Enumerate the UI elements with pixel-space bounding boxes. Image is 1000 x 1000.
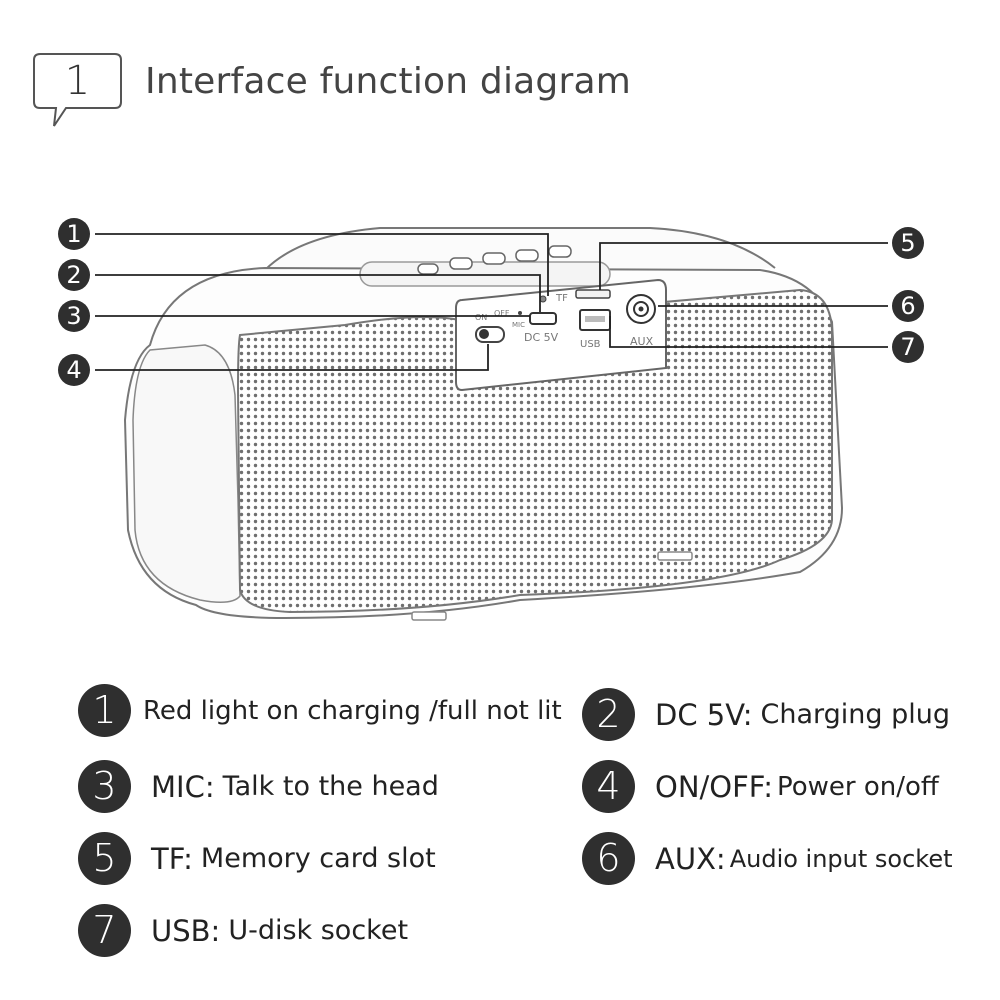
legend-key: TF:	[151, 841, 193, 876]
callout-5-label: 5	[900, 229, 915, 257]
legend-item-2: 2 DC 5V: Charging plug	[582, 688, 950, 741]
legend-item-6: 6 AUX: Audio input socket	[582, 832, 953, 885]
legend-key: USB:	[151, 913, 221, 948]
legend-item-7: 7 USB: U-disk socket	[78, 904, 408, 957]
legend-key: DC 5V:	[655, 697, 753, 732]
svg-text:OFF: OFF	[494, 309, 510, 318]
leader-line-2	[95, 274, 541, 312]
legend-number: 7	[78, 904, 131, 957]
speaker-foot	[411, 611, 447, 621]
leader-line-5	[599, 242, 888, 290]
legend-number: 2	[582, 688, 635, 741]
legend-item-5: 5 TF: Memory card slot	[78, 832, 436, 885]
callout-2-label: 2	[66, 261, 81, 289]
page-title: Interface function diagram	[145, 61, 632, 102]
legend-number: 4	[582, 760, 635, 813]
callout-3	[58, 300, 90, 332]
mic-hole	[518, 311, 522, 315]
legend-description: Talk to the head	[222, 771, 439, 802]
speaker-foot	[657, 551, 693, 561]
svg-text:USB: USB	[580, 339, 601, 350]
legend-key: ON/OFF:	[655, 769, 773, 804]
svg-text:AUX: AUX	[630, 335, 654, 348]
speaker-left-side	[132, 344, 241, 603]
tf-slot: TF	[555, 289, 611, 304]
legend-description: Charging plug	[760, 699, 951, 730]
dc-port: DC 5V	[524, 312, 559, 344]
control-panel	[455, 278, 667, 392]
legend-description: U-disk socket	[228, 915, 409, 946]
legend-number: 1	[78, 684, 131, 737]
callout-1-label: 1	[66, 220, 81, 248]
legend-key: MIC:	[151, 769, 215, 804]
legend-item-3: 3 MIC: Talk to the head	[78, 760, 439, 813]
callout-2	[58, 259, 90, 291]
legend-key: AUX:	[655, 841, 726, 876]
legend-description: Memory card slot	[200, 843, 436, 874]
legend-description: Audio input socket	[729, 844, 953, 873]
callout-4-label: 4	[66, 356, 81, 384]
svg-text:MIC: MIC	[512, 321, 525, 329]
legend-item-4: 4 ON/OFF: Power on/off	[582, 760, 939, 813]
legend-description: Red light on charging /full not lit	[143, 695, 562, 726]
callout-1	[58, 218, 90, 250]
aux-port: AUX	[626, 294, 656, 348]
speech-bubble-icon	[33, 53, 122, 127]
callout-4	[58, 354, 90, 386]
legend-number: 5	[78, 832, 131, 885]
callout-3-label: 3	[66, 302, 81, 330]
step-number: 1	[64, 58, 91, 104]
power-switch	[475, 326, 505, 343]
legend-item-1: 1 Red light on charging /full not lit	[78, 684, 562, 737]
top-bar	[359, 261, 611, 287]
callout-6	[892, 290, 924, 322]
leader-line-4	[95, 344, 489, 371]
leader-line-1	[95, 233, 549, 296]
speaker-top-back	[264, 227, 776, 271]
top-buttons	[417, 245, 572, 275]
callout-5	[892, 227, 924, 259]
svg-text:ON: ON	[475, 313, 487, 322]
leader-line-7	[609, 316, 888, 348]
svg-text:DC 5V: DC 5V	[524, 331, 559, 344]
legend-number: 6	[582, 832, 635, 885]
callout-6-label: 6	[900, 292, 915, 320]
legend-description: Power on/off	[777, 771, 939, 802]
callout-7	[892, 331, 924, 363]
svg-text:TF: TF	[555, 293, 568, 304]
callout-7-label: 7	[900, 333, 915, 361]
legend-number: 3	[78, 760, 131, 813]
